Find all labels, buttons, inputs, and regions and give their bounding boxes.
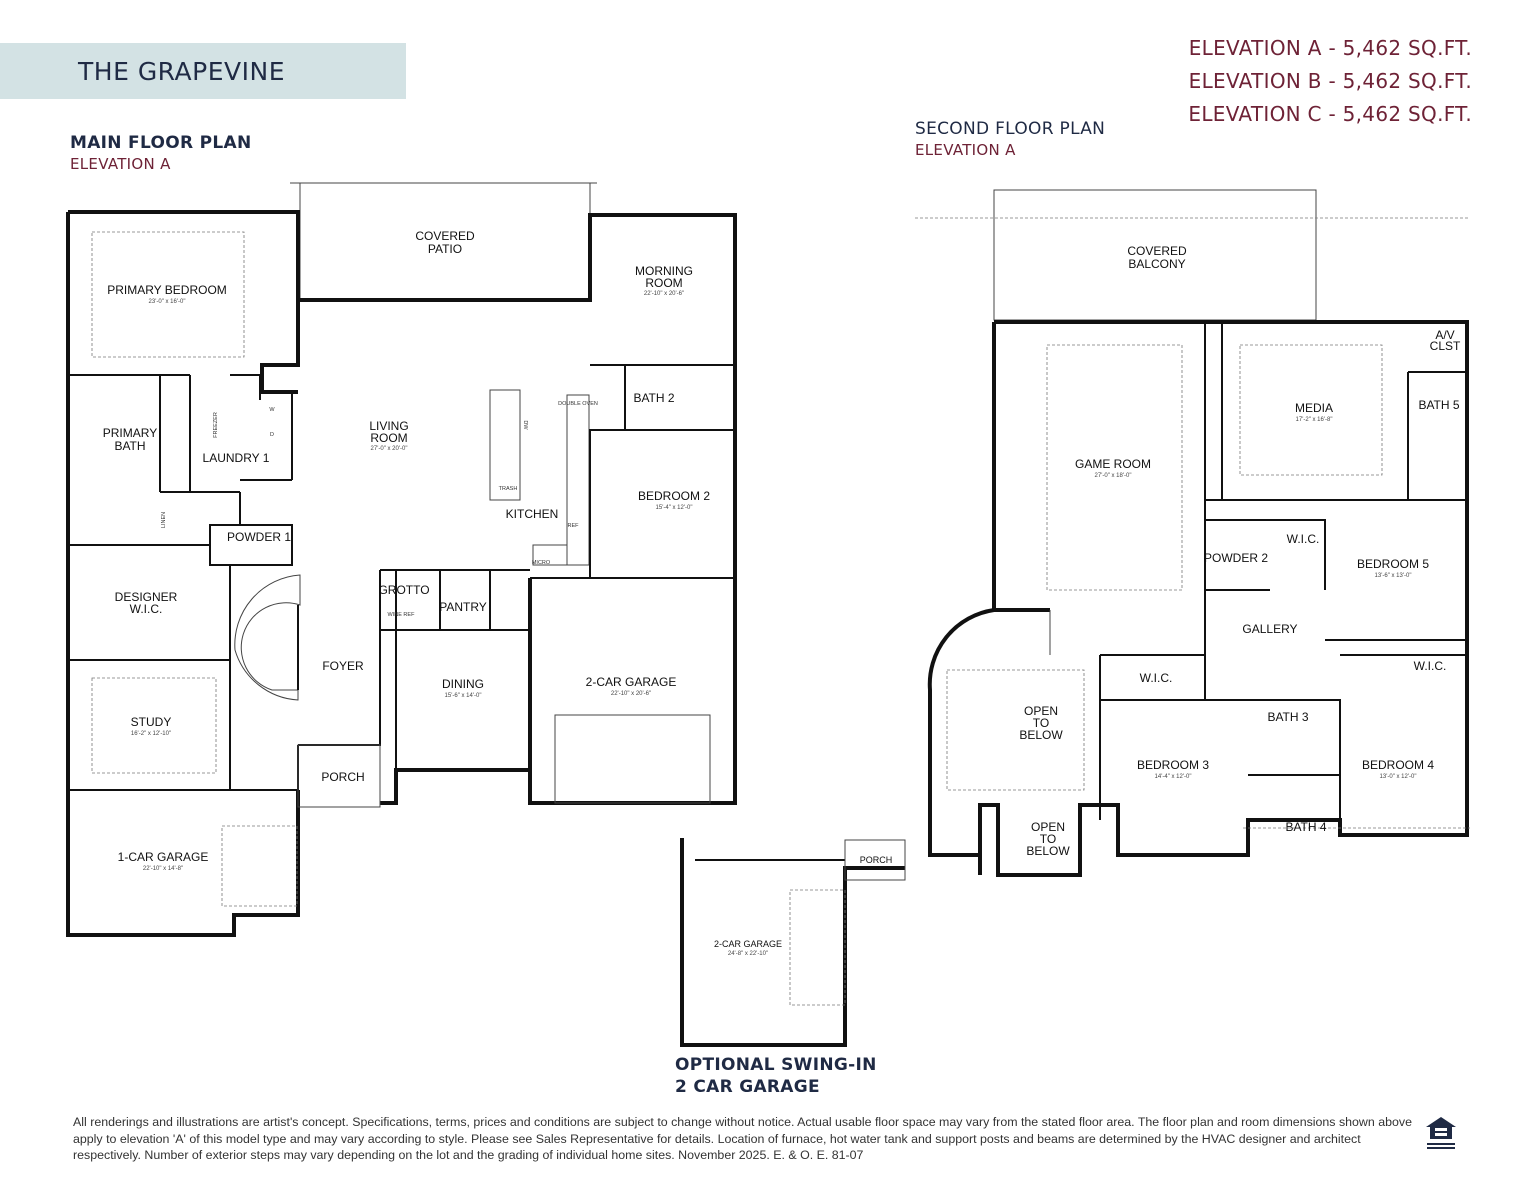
room-wic-3: W.I.C.: [1140, 671, 1173, 685]
dims-media: 17'-2" x 16'-8": [1296, 417, 1333, 423]
optional-garage-heading: OPTIONAL SWING-IN 2 CAR GARAGE: [675, 1054, 877, 1098]
opt-garage-dims: 24'-8" x 22'-10": [728, 951, 768, 957]
label-wine-ref: WINE REF: [388, 612, 416, 618]
room-pantry: PANTRY: [439, 600, 487, 614]
second-floor-plan: [915, 189, 1470, 877]
dims-dining: 15'-6" x 14'-0": [445, 693, 482, 699]
room-living-l1: LIVING: [369, 419, 408, 433]
room-primary-bath-l2: BATH: [114, 439, 145, 453]
dims-living: 27'-0" x 20'-0": [371, 446, 408, 452]
room-kitchen: KITCHEN: [506, 507, 559, 521]
dims-garage-2car: 22'-10" x 20'-6": [611, 691, 651, 697]
room-bedroom-4: BEDROOM 4: [1362, 758, 1434, 772]
second-floor-elevation: ELEVATION A: [915, 141, 1016, 159]
room-open-below-1-l2: TO: [1033, 716, 1049, 730]
room-bath-5: BATH 5: [1418, 398, 1459, 412]
room-covered-patio-l1: COVERED: [415, 229, 475, 243]
room-wic-4: W.I.C.: [1414, 659, 1447, 673]
room-morning-l2: ROOM: [645, 276, 682, 290]
room-media: MEDIA: [1295, 401, 1333, 415]
dims-study: 16'-2" x 12'-10": [131, 731, 171, 737]
room-av-l1: A/V: [1435, 328, 1454, 342]
room-covered-balcony-l1: COVERED: [1127, 244, 1187, 258]
label-freezer: FREEZER: [213, 412, 219, 438]
main-floor-labels: PRIMARY BEDROOM 23'-0" x 16'-0" COVERED …: [103, 229, 711, 872]
room-powder-2: POWDER 2: [1204, 551, 1268, 565]
room-designer-l1: DESIGNER: [115, 590, 178, 604]
room-bath-3: BATH 3: [1267, 710, 1308, 724]
opt-porch: PORCH: [860, 855, 893, 865]
main-floor-title: MAIN FLOOR PLAN: [70, 133, 252, 153]
room-wic-5: W.I.C.: [1287, 532, 1320, 546]
room-dining: DINING: [442, 677, 484, 691]
room-bath-2: BATH 2: [633, 391, 674, 405]
room-open-below-1-l3: BELOW: [1019, 728, 1063, 742]
room-open-below-2-l3: BELOW: [1026, 844, 1070, 858]
dims-garage-1car: 22'-10" x 14'-8": [143, 866, 183, 872]
optional-garage-heading-l2: 2 CAR GARAGE: [675, 1077, 820, 1097]
room-morning-l1: MORNING: [635, 264, 693, 278]
elevation-a-sqft: ELEVATION A - 5,462 SQ.FT.: [1188, 36, 1472, 60]
room-living-l2: ROOM: [370, 431, 407, 445]
dims-bedroom-4: 13'-0" x 12'-0": [1380, 774, 1417, 780]
second-floor-labels: COVERED BALCONY A/V CLST MEDIA 17'-2" x …: [1019, 244, 1461, 858]
elevation-b-sqft: ELEVATION B - 5,462 SQ.FT.: [1188, 69, 1472, 93]
dims-morning: 22'-10" x 20'-6": [644, 291, 684, 297]
opt-garage-name: 2-CAR GARAGE: [714, 939, 782, 949]
room-bedroom-3: BEDROOM 3: [1137, 758, 1209, 772]
exterior-wall: [66, 212, 300, 937]
main-floor-elevation: ELEVATION A: [70, 155, 171, 173]
second-floor-heading: SECOND FLOOR PLAN ELEVATION A: [915, 119, 1105, 159]
room-study: STUDY: [131, 715, 172, 729]
label-dryer: D: [270, 432, 274, 438]
disclaimer-text: All renderings and illustrations are art…: [73, 1115, 1412, 1162]
wall: [68, 210, 300, 394]
room-garage-2car: 2-CAR GARAGE: [586, 675, 677, 689]
main-floor-plan: [66, 182, 737, 937]
label-washer: W: [269, 407, 275, 413]
optional-garage-heading-l1: OPTIONAL SWING-IN: [675, 1055, 877, 1075]
room-game-room: GAME ROOM: [1075, 457, 1151, 471]
plan-title: THE GRAPEVINE: [78, 57, 285, 86]
room-open-below-1-l1: OPEN: [1024, 704, 1058, 718]
room-laundry: LAUNDRY 1: [203, 451, 270, 465]
dims-bedroom-3: 14'-4" x 12'-0": [1155, 774, 1192, 780]
dims-bedroom-2: 15'-4" x 12'-0": [656, 505, 693, 511]
label-micro: MICRO: [532, 560, 551, 566]
room-designer-l2: W.I.C.: [130, 602, 163, 616]
elevation-c-sqft: ELEVATION C - 5,462 SQ.FT.: [1188, 102, 1472, 126]
room-covered-patio-l2: PATIO: [428, 242, 462, 256]
equal-housing-logo: [1426, 1117, 1456, 1149]
label-dw: DW: [522, 420, 528, 430]
room-bedroom-5: BEDROOM 5: [1357, 557, 1429, 571]
optional-garage-plan: PORCH 2-CAR GARAGE 24'-8" x 22'-10": [680, 838, 906, 1047]
label-ref: REF: [568, 523, 580, 529]
room-grotto: GROTTO: [378, 583, 429, 597]
room-bath-4: BATH 4: [1285, 820, 1326, 834]
label-double-oven: DOUBLE OVEN: [558, 401, 598, 407]
room-open-below-2-l2: TO: [1040, 832, 1056, 846]
dims-bedroom-5: 13'-6" x 13'-0": [1375, 573, 1412, 579]
room-bedroom-2: BEDROOM 2: [638, 489, 710, 503]
room-primary-bedroom: PRIMARY BEDROOM: [107, 283, 227, 297]
second-floor-title: SECOND FLOOR PLAN: [915, 119, 1106, 139]
dims-game-room: 27'-0" x 18'-0": [1095, 473, 1132, 479]
label-linen: LINEN: [161, 512, 167, 528]
room-gallery: GALLERY: [1242, 622, 1297, 636]
room-primary-bath-l1: PRIMARY: [103, 426, 157, 440]
room-powder-1: POWDER 1: [227, 530, 291, 544]
room-covered-balcony-l2: BALCONY: [1128, 257, 1185, 271]
room-av-l2: CLST: [1430, 339, 1461, 353]
title-banner: THE GRAPEVINE: [0, 43, 406, 99]
room-foyer: FOYER: [322, 659, 364, 673]
dims-primary-bedroom: 23'-0" x 16'-0": [149, 299, 186, 305]
main-floor-heading: MAIN FLOOR PLAN ELEVATION A: [70, 133, 251, 173]
label-trash: TRASH: [499, 486, 518, 492]
room-open-below-2-l1: OPEN: [1031, 820, 1065, 834]
room-garage-1car: 1-CAR GARAGE: [118, 850, 209, 864]
room-porch: PORCH: [321, 770, 364, 784]
